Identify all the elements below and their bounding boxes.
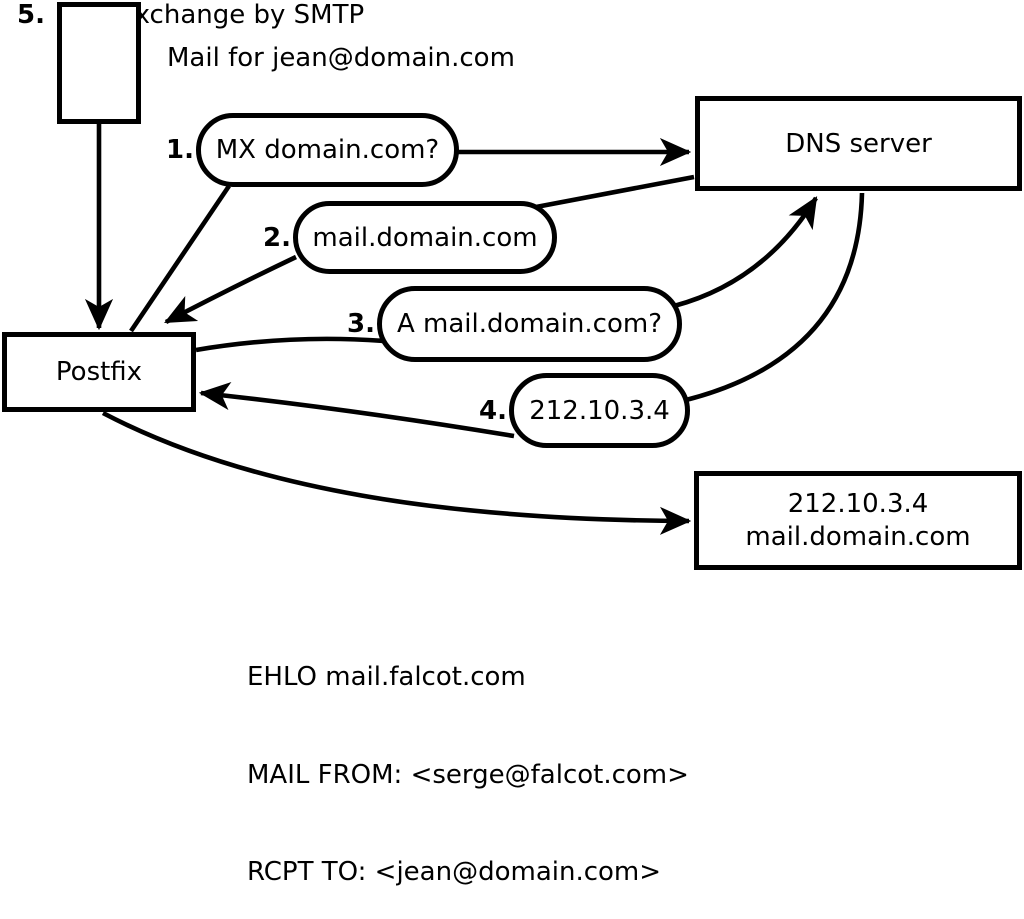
arrow-postfix-to-mailserver — [101, 410, 692, 535]
arrow-step3-to-dns — [673, 196, 818, 309]
step2-answer-label: mail.domain.com — [312, 222, 538, 253]
step4-answer-label: 212.10.3.4 — [529, 395, 670, 426]
dns-server-label: DNS server — [785, 128, 932, 159]
step2-number: 2. — [263, 222, 291, 253]
mail-server-ip: 212.10.3.4 — [787, 488, 929, 519]
smtp-line: MAIL FROM: <serge@falcot.com> — [247, 759, 689, 790]
mail-envelope-node — [57, 2, 141, 124]
step4-number: 4. — [479, 395, 507, 426]
smtp-line: RCPT TO: <jean@domain.com> — [247, 857, 662, 887]
step4-answer-pill: 212.10.3.4 — [509, 373, 690, 448]
link-dns-to-step2 — [535, 174, 695, 210]
smtp-line: EHLO mail.falcot.com — [247, 662, 526, 692]
step5-number: 5. — [17, 0, 45, 30]
mail-server-hostname: mail.domain.com — [745, 521, 971, 552]
link-postfix-to-step1 — [129, 184, 231, 333]
dns-server-node: DNS server — [695, 96, 1022, 191]
step1-number: 1. — [166, 135, 194, 165]
smtp-session-transcript: EHLO mail.falcot.com MAIL FROM: <serge@f… — [247, 596, 689, 919]
arrow-step4-to-postfix — [198, 382, 515, 439]
arrow-step2-to-postfix — [164, 254, 297, 325]
link-postfix-to-step3 — [195, 336, 385, 353]
postfix-node: Postfix — [2, 332, 196, 412]
step3-query-label: A mail.domain.com? — [397, 309, 662, 339]
step1-query-pill: MX domain.com? — [196, 113, 459, 187]
link-dns-to-step4 — [685, 192, 865, 403]
postfix-label: Postfix — [55, 357, 143, 387]
mail-note-label: Mail for jean@domain.com — [167, 43, 515, 73]
step1-query-label: MX domain.com? — [215, 135, 440, 165]
mail-server-node: 212.10.3.4 mail.domain.com — [694, 471, 1022, 570]
step2-answer-pill: mail.domain.com — [293, 201, 557, 274]
step3-query-pill: A mail.domain.com? — [377, 286, 682, 362]
step3-number: 3. — [347, 309, 375, 339]
